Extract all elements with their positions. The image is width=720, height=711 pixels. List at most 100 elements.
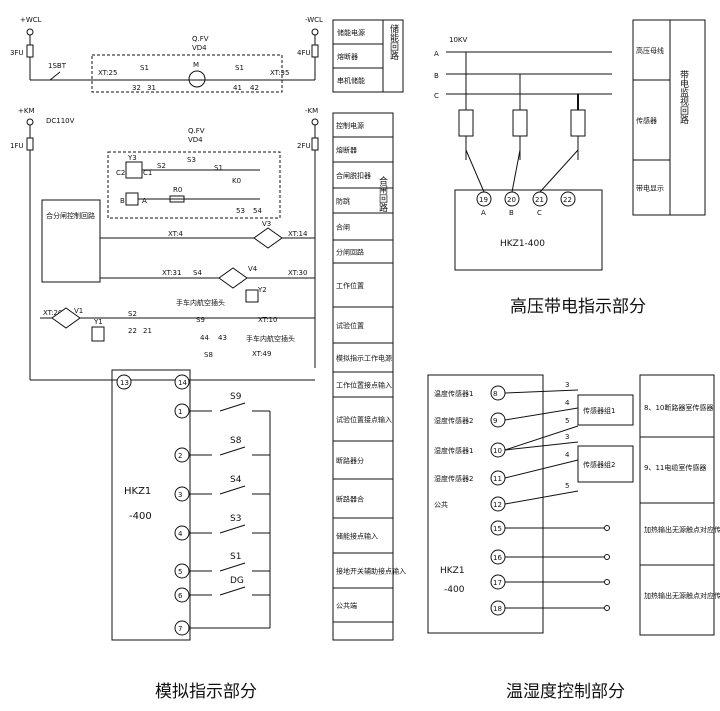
- th-out-node: [604, 554, 610, 560]
- legend-mid-item: 接地开关辅助接点输入: [336, 567, 406, 576]
- term-3-circle: [174, 486, 190, 502]
- th-term-11-label: 11: [493, 475, 502, 483]
- v1-label: V1: [74, 307, 83, 315]
- th-g2-num: 3: [565, 433, 569, 441]
- term-13-label: 13: [120, 379, 129, 387]
- th-sensor-label: 公共: [434, 500, 448, 509]
- qfv-top-label: Q.FV: [192, 35, 209, 43]
- hv-legend-side: 带电监视回路: [678, 70, 689, 125]
- th-term-15-label: 15: [493, 525, 502, 533]
- hv-term-22-label: 22: [563, 196, 572, 204]
- y3-label: Y3: [127, 154, 137, 162]
- fu1-label: 1FU: [10, 142, 24, 150]
- motor-label: M: [193, 61, 199, 69]
- km-pos-label: +KM: [18, 107, 35, 115]
- n32: 32: [132, 84, 141, 92]
- legend-mid-item: 合闸脱扣器: [336, 171, 371, 180]
- hv-a-label: A: [434, 50, 439, 58]
- hv-legend-item: 高压母线: [636, 46, 664, 55]
- term-13-circle: [116, 374, 132, 390]
- group1-box: [577, 394, 634, 426]
- qfv-mid-label: Q.FV: [188, 127, 205, 135]
- n53: 53: [236, 207, 245, 215]
- c2-label: C2: [116, 169, 125, 177]
- sw-contact: [219, 402, 246, 412]
- th-g1-num: 3: [565, 381, 569, 389]
- control-circuit: +KM DC110V -KM 1FU 2FU Q.FV VD4 合分闸控制回路 …: [10, 107, 319, 381]
- switch-S3-label: S3: [230, 514, 241, 524]
- legend-mid-item: 试验位置: [336, 321, 364, 330]
- th-note: 加热输出无源触点对应传感器组II或闭锁输出: [644, 591, 720, 600]
- group1-label: 传感器组1: [583, 406, 615, 415]
- switch-S4-label: S4: [230, 475, 242, 485]
- motor-icon: [188, 70, 206, 88]
- plug1-label: 手车内航空插头: [176, 298, 225, 307]
- legend-mid-item: 断路器合: [336, 495, 364, 504]
- legend-mid-item: 熔断器: [336, 146, 357, 155]
- hv-term-letter: A: [481, 209, 486, 217]
- th-g2-num: 5: [565, 482, 569, 490]
- wcl-pos-label: +WCL: [20, 16, 42, 24]
- legend-mid-side: 合闸回路: [377, 175, 388, 213]
- th-out-node: [604, 605, 610, 611]
- legend-mid-item: 公共端: [336, 601, 357, 610]
- n44: 44: [200, 334, 209, 342]
- xt4-label: XT:4: [168, 230, 184, 238]
- v4-label: V4: [248, 265, 258, 273]
- y2-label: Y2: [257, 286, 267, 294]
- s2-label: S2: [157, 162, 166, 170]
- th-g2-num: 4: [565, 451, 570, 459]
- caption-analog: 模拟指示部分: [155, 682, 257, 702]
- dc-label: DC110V: [46, 117, 75, 125]
- th-g1-wire: [504, 425, 579, 451]
- xt20-label: XT:20: [43, 309, 62, 317]
- caption-hv: 高压带电指示部分: [510, 297, 646, 317]
- legend-mid-item: 分闸回路: [336, 248, 364, 257]
- s1-mid-label: S1: [214, 164, 223, 172]
- s2-b-label: S2: [128, 310, 137, 318]
- xt35-label: XT:35: [270, 69, 289, 77]
- legend-mid-item: 储能接点输入: [336, 532, 378, 541]
- legend-mid-item: 控制电源: [336, 121, 364, 130]
- r0-label: R0: [173, 186, 182, 194]
- term-7-circle: [174, 620, 190, 636]
- vd4-top-label: VD4: [192, 44, 207, 52]
- s1-left-label: S1: [140, 64, 149, 72]
- th-g2-wire: [504, 490, 579, 505]
- term-2-label: 2: [178, 452, 182, 460]
- sw-contact: [219, 524, 246, 534]
- sw-contact: [219, 562, 246, 572]
- legend-top-item: 串机储能: [337, 76, 365, 85]
- th-sensor-label: 湿度传感器2: [434, 416, 473, 425]
- th-term-10-label: 10: [493, 447, 502, 455]
- xt25-label: XT:25: [98, 69, 117, 77]
- th-note: 8、10断路器室传感器: [644, 403, 713, 412]
- xt49-label: XT:49: [252, 350, 271, 358]
- fu2-label: 2FU: [297, 142, 311, 150]
- km-neg-label: -KM: [305, 107, 318, 115]
- legend-mid: 控制电源熔断器合闸脱扣器防跳合闸分闸回路工作位置试验位置模拟指示工作电源工作位置…: [332, 112, 406, 641]
- xt10-label: XT:10: [258, 316, 277, 324]
- th-sensor-label: 湿度传感器2: [434, 474, 473, 483]
- group2-box: [577, 445, 634, 483]
- hv-legend-item: 传感器: [636, 116, 657, 125]
- plug2-label: 手车内航空插头: [246, 334, 295, 343]
- storage-circuit: +WCL -WCL 3FU 4FU 1SBT Q.FV VD4 XT:25 S1…: [10, 16, 323, 93]
- th-out-node: [604, 525, 610, 531]
- th-g1-wire: [504, 407, 579, 421]
- legend-top-item: 储能电源: [337, 28, 365, 37]
- hv-sensor-wire: [539, 149, 579, 193]
- hkz-left-model: HKZ1: [124, 486, 151, 497]
- n31: 31: [147, 84, 156, 92]
- legend-mid-item: 断路器分: [336, 456, 364, 465]
- hv-term-20-label: 20: [507, 196, 516, 204]
- legend-mid-item: 工作位置: [336, 281, 364, 290]
- th-model2: -400: [444, 585, 465, 595]
- vd4-mid-label: VD4: [188, 136, 203, 144]
- switch-DG-label: DG: [230, 576, 244, 586]
- legend-top-item: 熔断器: [337, 52, 358, 61]
